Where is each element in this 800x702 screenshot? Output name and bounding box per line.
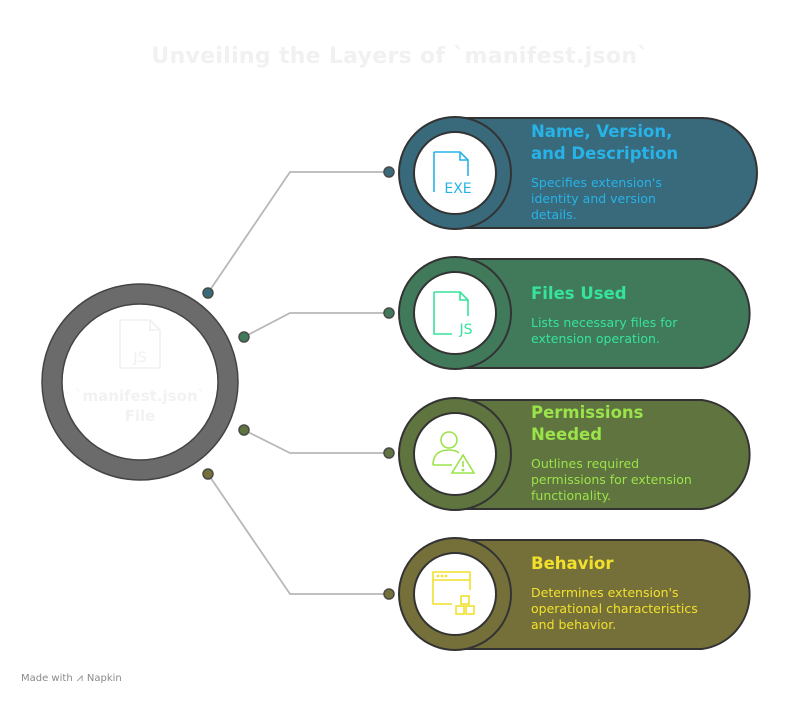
card-description: Outlines required permissions for extens… [531, 456, 736, 504]
svg-text:JS: JS [458, 322, 472, 338]
card-description-line: Specifies extension's [531, 175, 662, 190]
connector-dot-1-start [202, 287, 214, 299]
window-blocks-icon [432, 571, 475, 615]
card-title-line: Name, Version, [531, 122, 673, 141]
card-description-line: Outlines required [531, 456, 640, 471]
center-label-line1: `manifest.json` [74, 387, 206, 405]
diagram-title: Unveiling the Layers of `manifest.json` [151, 44, 649, 69]
connector-dot-4-start [202, 468, 214, 480]
connector-line-4 [207, 473, 389, 595]
center-node: JS [41, 283, 239, 481]
footer-brand: Napkin [86, 672, 122, 684]
connector-line-3 [243, 429, 389, 454]
card-title: Files Used [531, 283, 736, 305]
card-description-line: operational characteristics [531, 601, 698, 616]
js-file-icon: JS [433, 291, 473, 338]
card-title-line: Needed [531, 425, 603, 444]
card-title: Name, Version, and Description [531, 121, 736, 165]
connector-line-2 [243, 312, 389, 338]
card-permissions [398, 397, 751, 511]
card-text-behavior: Behavior Determines extension's operatio… [531, 553, 736, 633]
user-warning-icon [432, 431, 476, 474]
card-title-line: Permissions [531, 403, 644, 422]
footer-made-with: Made with [21, 672, 73, 684]
card-description: Specifies extension's identity and versi… [531, 175, 736, 223]
connector-dot-3-start [238, 424, 250, 436]
card-description-line: permissions for extension [531, 472, 692, 487]
card-title-line: and Description [531, 144, 679, 163]
js-file-icon: JS [119, 319, 161, 369]
card-text-permissions: Permissions Needed Outlines required per… [531, 402, 736, 504]
card-text-files-used: Files Used Lists necessary files for ext… [531, 283, 736, 347]
card-description-line: Determines extension's [531, 585, 679, 600]
card-title-line: Behavior [531, 554, 614, 573]
card-text-name-version: Name, Version, and Description Specifies… [531, 121, 736, 223]
card-title: Permissions Needed [531, 402, 736, 446]
napkin-logo-icon: ⩘ [76, 671, 83, 684]
connector-dots [202, 166, 395, 600]
exe-file-icon: EXE [433, 151, 472, 197]
card-description-line: and behavior. [531, 617, 617, 632]
connector-dot-3-end [383, 447, 395, 459]
svg-text:EXE: EXE [444, 181, 471, 197]
card-description-line: extension operation. [531, 331, 660, 346]
card-title-line: Files Used [531, 284, 627, 303]
connector-dot-1-end [383, 166, 395, 178]
connector-dot-2-end [383, 307, 395, 319]
footer-attribution: Made with ⩘ Napkin [21, 671, 122, 685]
center-label-line2: File [124, 407, 156, 425]
card-description-line: details. [531, 207, 577, 222]
card-name-version: EXE [398, 116, 758, 230]
card-behavior [398, 537, 751, 651]
center-label: `manifest.json` File [52, 386, 228, 426]
connector-line-1 [207, 171, 389, 294]
card-description-line: functionality. [531, 488, 612, 503]
card-description: Determines extension's operational chara… [531, 585, 736, 633]
card-files-used: JS [398, 256, 751, 370]
connector-dot-2-start [238, 331, 250, 343]
card-description-line: identity and version [531, 191, 656, 206]
card-title: Behavior [531, 553, 736, 575]
connector-dot-4-end [383, 588, 395, 600]
card-description-line: Lists necessary files for [531, 315, 678, 330]
card-description: Lists necessary files for extension oper… [531, 315, 736, 347]
connector-lines [207, 171, 389, 595]
svg-text:JS: JS [132, 350, 146, 366]
